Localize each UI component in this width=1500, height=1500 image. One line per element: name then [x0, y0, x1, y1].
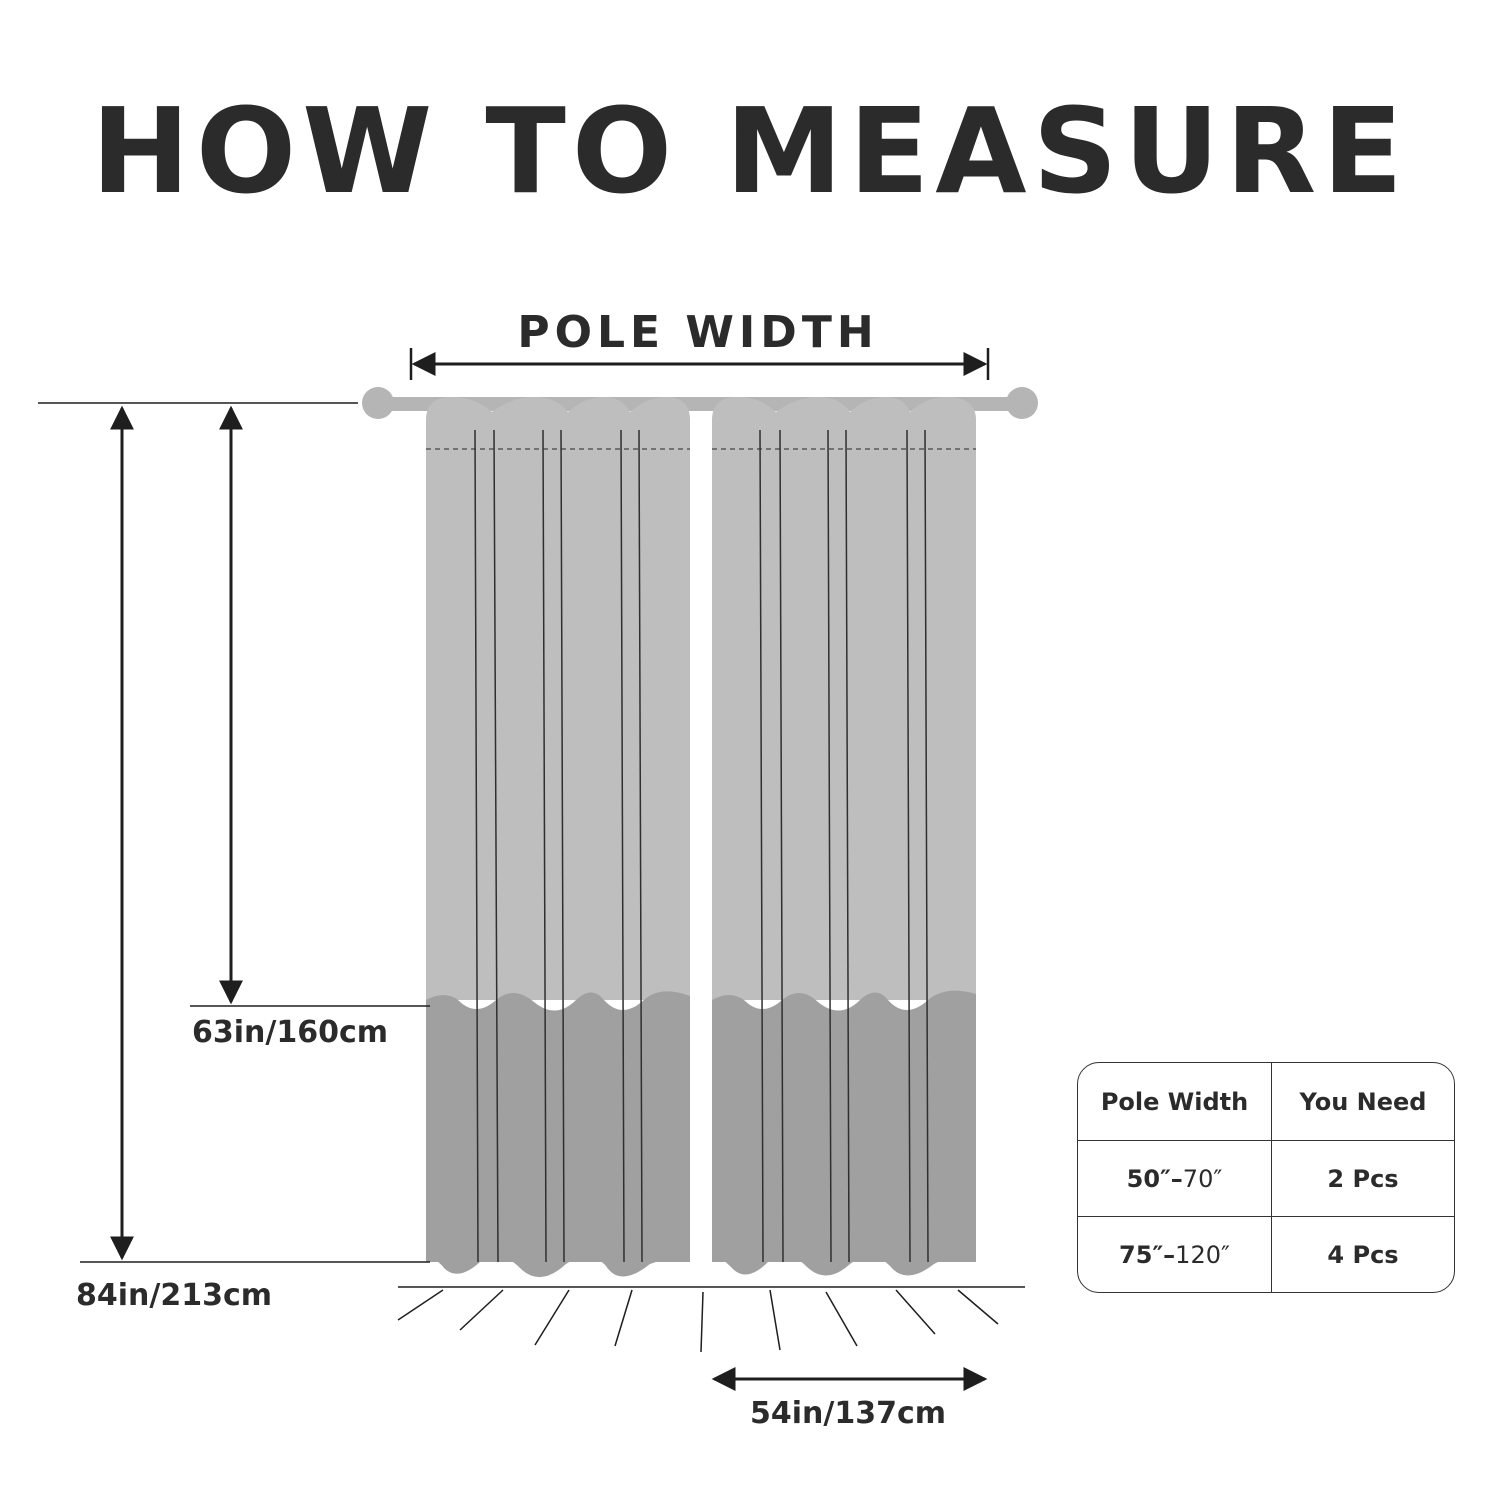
page-title: HOW TO MEASURE	[91, 82, 1409, 220]
floor	[397, 1286, 1025, 1353]
table-row: 50″–70″ 2 Pcs	[1078, 1141, 1454, 1217]
table-cell-width: 50″–70″	[1078, 1141, 1272, 1217]
table-row: 75″–120″ 4 Pcs	[1078, 1217, 1454, 1292]
height-63-dimension: 63in/160cm	[192, 405, 388, 1050]
curtain-panel-left	[426, 397, 690, 1278]
table-header-you-need: You Need	[1272, 1063, 1454, 1141]
table-header-row: Pole Width You Need	[1078, 1063, 1454, 1141]
table-cell-pieces: 4 Pcs	[1327, 1240, 1399, 1269]
pole-width-dimension: POLE WIDTH	[409, 307, 990, 380]
rod-finial-right	[1006, 387, 1038, 419]
table-cell-pieces: 2 Pcs	[1272, 1141, 1454, 1217]
rod-finial-left	[362, 387, 394, 419]
table-cell-width: 75″–120″	[1078, 1217, 1272, 1292]
height-63-label: 63in/160cm	[192, 1015, 388, 1050]
pole-width-label: POLE WIDTH	[517, 307, 878, 358]
table-header-pole-width: Pole Width	[1078, 1063, 1272, 1141]
height-84-dimension: 84in/213cm	[76, 405, 272, 1313]
panel-width-label: 54in/137cm	[750, 1396, 946, 1431]
height-84-label: 84in/213cm	[76, 1278, 272, 1313]
size-table: Pole Width You Need 50″–70″ 2 Pcs 75″–12…	[1077, 1062, 1455, 1293]
height-reference-lines	[38, 402, 430, 1263]
panel-width-dimension: 54in/137cm	[711, 1367, 988, 1431]
curtain-panel-right	[712, 397, 976, 1276]
